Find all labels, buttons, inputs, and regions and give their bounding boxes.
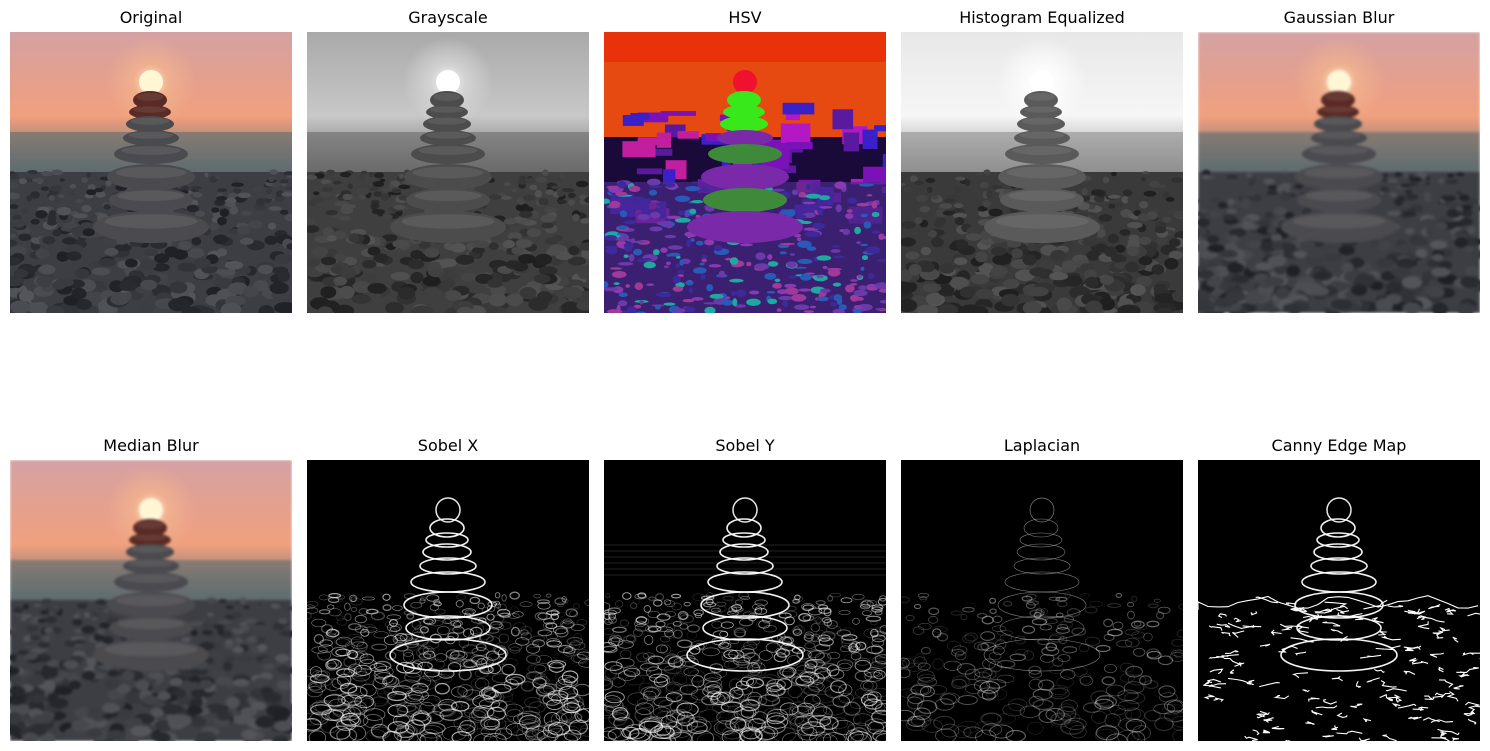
panel-title: Histogram Equalized [959, 8, 1125, 27]
panel-title: Sobel Y [715, 436, 775, 455]
hsv-image [604, 32, 886, 313]
panel-title: Original [119, 8, 183, 27]
panel-title: Grayscale [408, 8, 488, 27]
sobel-y-image [604, 460, 886, 741]
panel-title: Gaussian Blur [1283, 8, 1395, 27]
panel-title: Median Blur [103, 436, 199, 455]
laplacian-image [901, 460, 1183, 741]
original-image [10, 32, 292, 313]
histogram-equalized-image [901, 32, 1183, 313]
median-blur-image [10, 460, 292, 741]
panel-title: HSV [728, 8, 762, 27]
panel-title: Canny Edge Map [1271, 436, 1407, 455]
panel-title: Laplacian [1003, 436, 1081, 455]
gaussian-blur-image [1198, 32, 1480, 313]
grayscale-image [307, 32, 589, 313]
canny-edge-map-image [1198, 460, 1480, 741]
panel-title: Sobel X [417, 436, 479, 455]
sobel-x-image [307, 460, 589, 741]
